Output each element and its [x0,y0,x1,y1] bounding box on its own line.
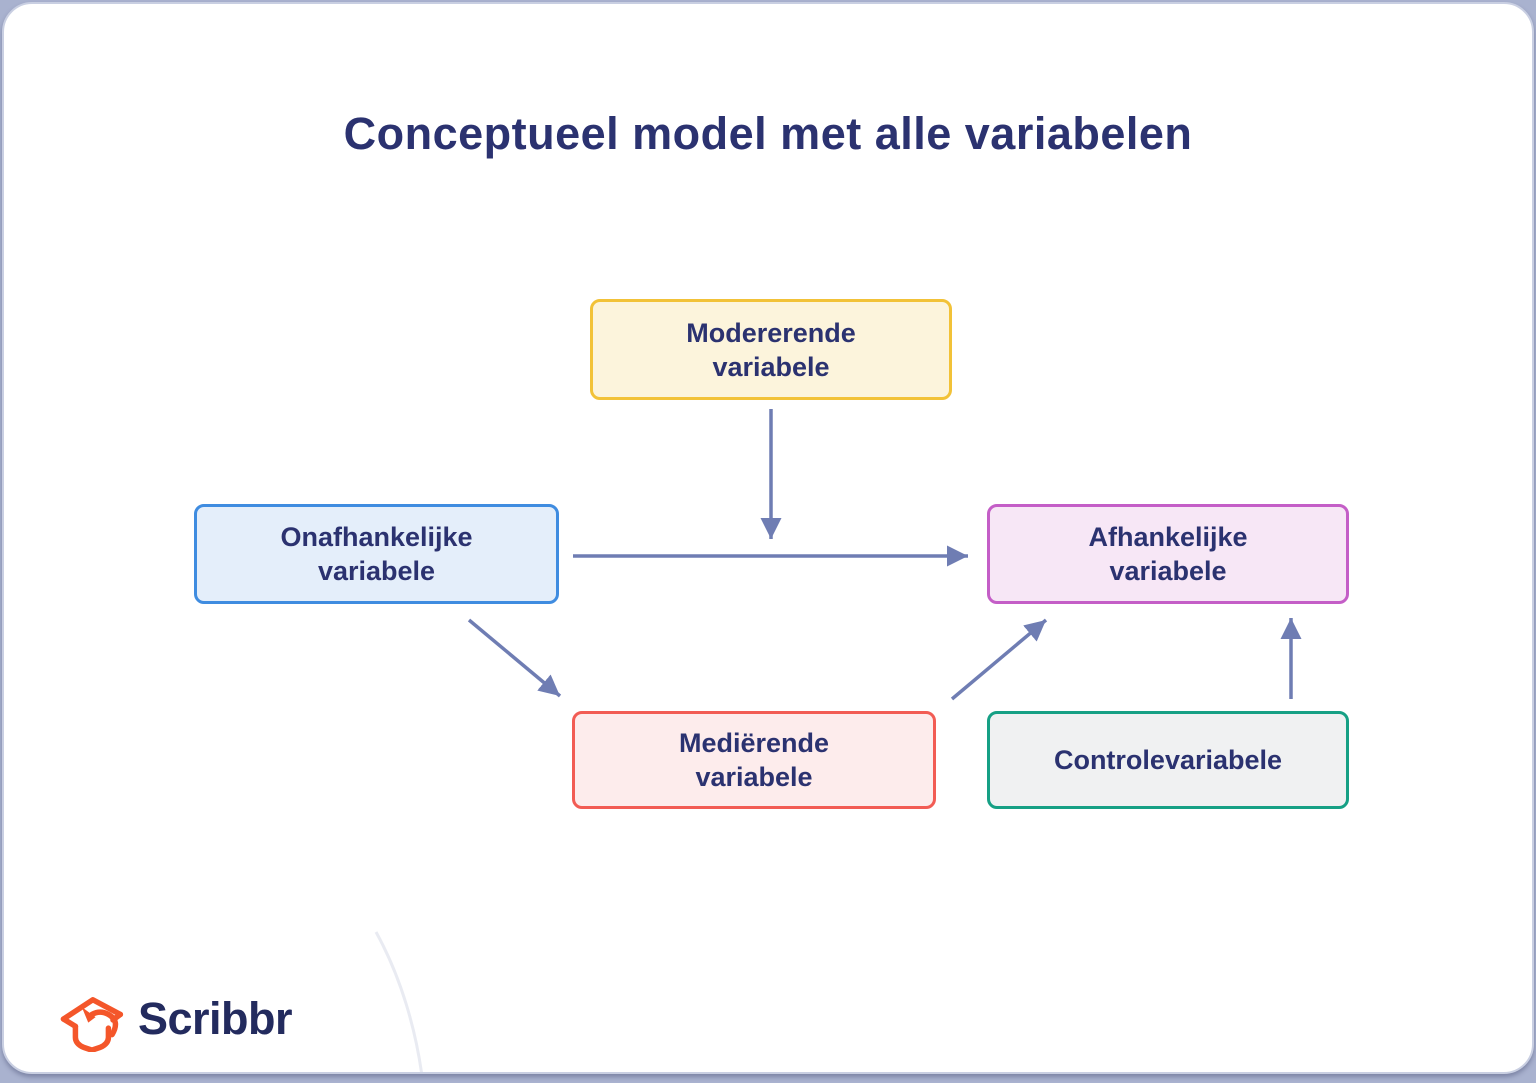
node-label-line: variabele [1109,556,1227,586]
node-controlevariabele: Controlevariabele [987,711,1349,809]
node-modererende-variabele: Modererende variabele [590,299,952,400]
graduation-cap-icon [60,997,124,1052]
node-afhankelijke-variabele: Afhankelijke variabele [987,504,1349,604]
arrow-independent-to-mediating [467,618,562,698]
node-label-line: Onafhankelijke [280,522,473,552]
scribbr-logo: Scribbr [58,986,293,1052]
node-label-line: Controlevariabele [1053,745,1283,775]
node-label-line: variabele [695,762,813,792]
figure-title: Conceptueel model met alle variabelen [343,108,1193,159]
logo-wordmark: Scribbr [138,993,293,1044]
node-medierende-variabele: Mediërende variabele [572,711,936,809]
arrow-mediating-to-dependent [950,618,1048,701]
node-label-line: Modererende [686,317,856,348]
node-label-line: Afhankelijke [1088,522,1248,552]
node-onafhankelijke-variabele: Onafhankelijke variabele [194,504,559,604]
node-label-line: Mediërende [678,728,830,758]
cursor-arrowhead [81,1007,96,1023]
node-label-line: variabele [712,351,830,382]
node-label-line: variabele [317,556,436,586]
